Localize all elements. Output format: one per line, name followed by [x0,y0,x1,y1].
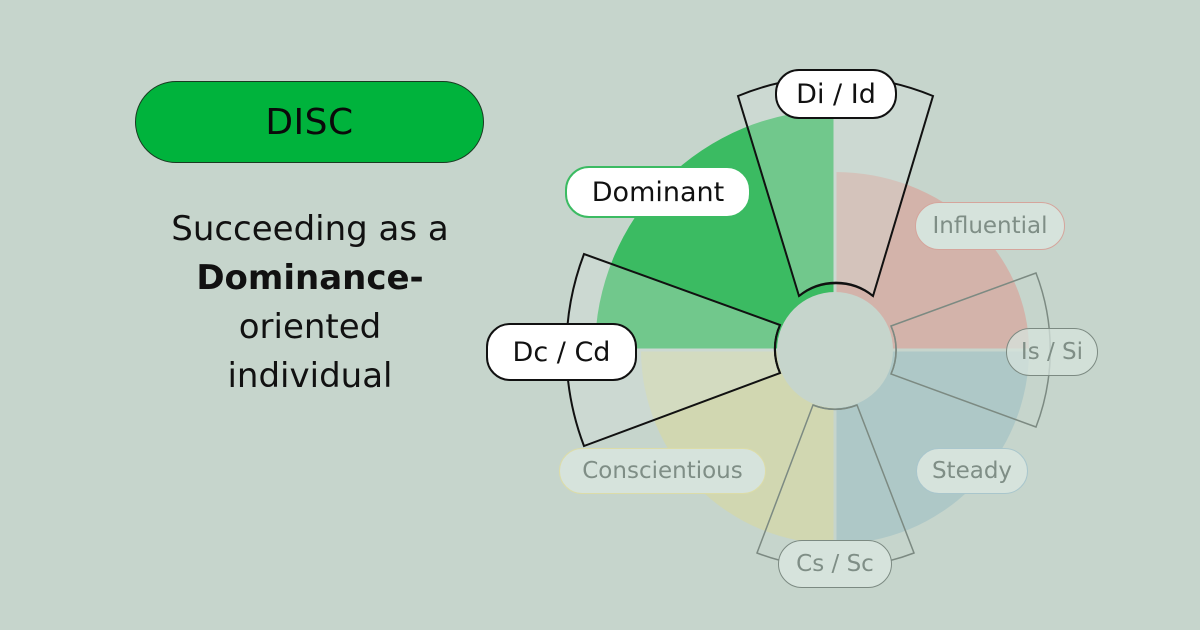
label-steady[interactable]: Steady [916,448,1028,494]
label-dominant[interactable]: Dominant [565,166,751,218]
quadrant-steady [835,350,1029,544]
headline-line-4: individual [227,356,393,396]
headline-line-3: oriented [238,307,382,347]
headline-line-1: Succeeding as a [171,209,449,249]
headline-line-2: Dominance- [196,258,424,298]
label-influential[interactable]: Influential [915,202,1065,250]
quadrant-influential [835,172,1029,350]
disc-badge-label: DISC [265,101,354,143]
headline: Succeeding as a Dominance- oriented indi… [150,205,470,401]
label-cs-sc[interactable]: Cs / Sc [778,540,892,588]
quadrant-dominant [595,110,835,350]
wheel-hub [777,292,893,408]
label-di-id[interactable]: Di / Id [775,69,897,119]
disc-badge: DISC [135,81,484,163]
label-is-si[interactable]: Is / Si [1006,328,1098,376]
label-dc-cd[interactable]: Dc / Cd [486,323,637,381]
label-conscientious[interactable]: Conscientious [559,448,766,494]
quadrant-conscientious [641,350,835,544]
